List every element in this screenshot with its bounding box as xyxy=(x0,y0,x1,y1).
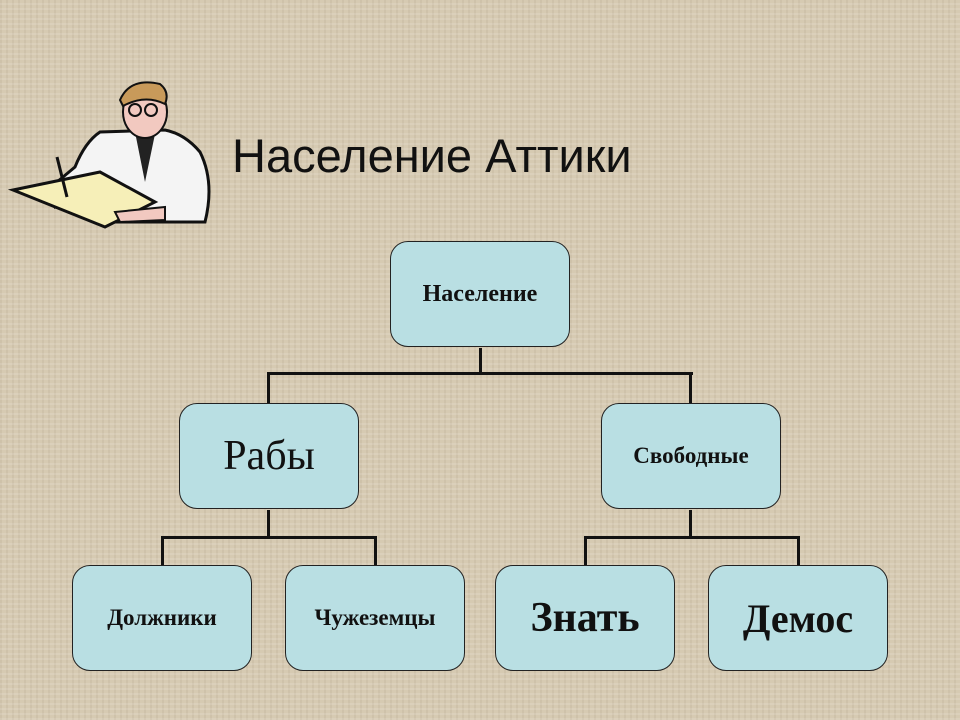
connector xyxy=(479,348,482,374)
connector xyxy=(161,536,377,539)
node-label: Рабы xyxy=(223,433,315,479)
connector xyxy=(689,372,692,404)
node-demos: Демос xyxy=(708,565,888,671)
connector xyxy=(161,536,164,566)
node-label: Население xyxy=(422,280,538,307)
node-foreigners: Чужеземцы xyxy=(285,565,465,671)
node-label: Должники xyxy=(107,605,217,630)
connector xyxy=(584,536,587,566)
connector xyxy=(797,536,800,566)
connector xyxy=(689,510,692,538)
node-slaves: Рабы xyxy=(179,403,359,509)
page-title: Население Аттики xyxy=(232,129,632,182)
node-label: Чужеземцы xyxy=(314,605,436,630)
node-debtors: Должники xyxy=(72,565,252,671)
connector xyxy=(267,372,270,404)
node-nobility: Знать xyxy=(495,565,675,671)
scholar-writing-icon xyxy=(7,81,211,229)
connector xyxy=(374,536,377,566)
node-population: Население xyxy=(390,241,570,347)
node-label: Свободные xyxy=(633,443,749,468)
node-label: Демос xyxy=(742,595,854,641)
node-label: Знать xyxy=(530,595,640,641)
connector xyxy=(267,372,693,375)
node-free: Свободные xyxy=(601,403,781,509)
connector xyxy=(267,510,270,538)
connector xyxy=(584,536,800,539)
